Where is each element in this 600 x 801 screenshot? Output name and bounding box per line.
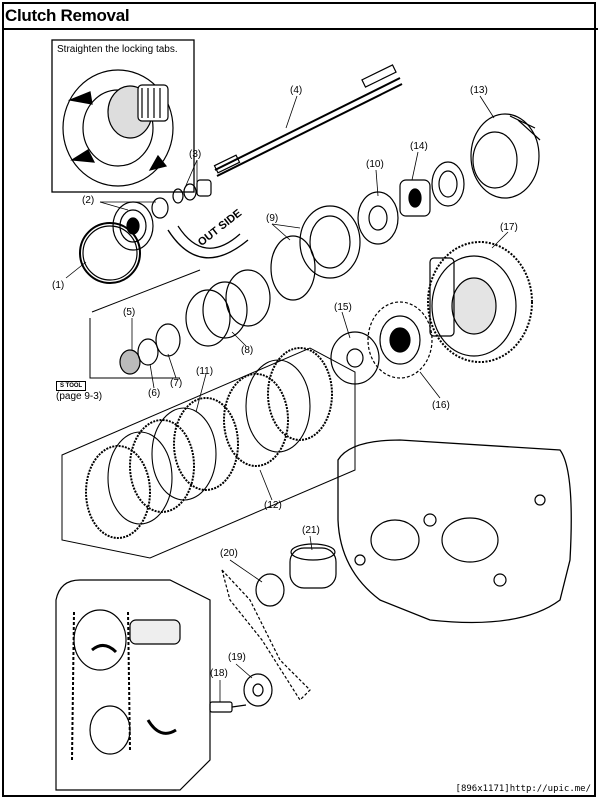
inset-locking-tabs-box — [51, 39, 195, 193]
inset-note-locking-tabs: Straighten the locking tabs. — [57, 44, 178, 55]
callout-16: (16) — [432, 400, 450, 411]
inset-chain-view — [55, 579, 211, 791]
callout-2: (2) — [82, 195, 95, 206]
bracket-5-8 — [89, 318, 180, 379]
part-20-sprocket-chain — [221, 569, 311, 701]
callout-17: (17) — [500, 222, 518, 233]
part-9-spring-ring — [270, 205, 361, 301]
bracket-top-line — [91, 269, 201, 313]
callout-11: (11) — [196, 366, 214, 377]
callout-13: (13) — [470, 85, 488, 96]
callout-19: (19) — [228, 652, 246, 663]
page-reference: (page 9-3) — [56, 391, 103, 402]
part-19-sprocket — [243, 673, 273, 707]
part-3-washers — [172, 179, 212, 204]
callout-8: (8) — [241, 345, 254, 356]
callout-15: (15) — [334, 302, 352, 313]
part-17-clutch-housing — [427, 241, 533, 363]
crankcase-cover — [337, 439, 572, 624]
callout-3: (3) — [189, 149, 202, 160]
callout-21: (21) — [302, 525, 320, 536]
page-title: Clutch Removal — [5, 6, 130, 25]
locking-tab-washer-illustration — [62, 69, 174, 187]
special-tool-badge: S TOOL — [56, 381, 87, 391]
out-side-arc-inner — [177, 225, 241, 249]
part-18-bolt — [209, 701, 247, 713]
callout-5: (5) — [123, 307, 136, 318]
part-1-circlip — [79, 222, 141, 284]
part-10-thrust-washer — [357, 191, 399, 245]
callout-12: (12) — [264, 500, 282, 511]
part-13-sleeve-hub — [470, 113, 541, 199]
part-14-needle-bearing — [399, 161, 465, 217]
callout-1: (1) — [52, 280, 65, 291]
part-8-plates — [185, 269, 271, 347]
plate-stack-outline — [61, 347, 356, 559]
callout-14: (14) — [410, 141, 428, 152]
part-16-clutch-hub — [367, 301, 433, 379]
part-4-push-rod — [213, 64, 403, 177]
callout-10: (10) — [366, 159, 384, 170]
callout-4: (4) — [290, 85, 303, 96]
part-21-spacer — [289, 543, 337, 589]
parts-5-6-7 — [119, 323, 181, 375]
title-divider — [2, 28, 598, 30]
part-11-12-plate-stack — [85, 347, 333, 539]
callout-7: (7) — [170, 378, 183, 389]
callout-9: (9) — [266, 213, 279, 224]
image-source-watermark: [896x1171]http://upic.me/ — [452, 783, 594, 795]
leader-lines — [65, 95, 509, 702]
callout-20: (20) — [220, 548, 238, 559]
callout-18: (18) — [210, 668, 228, 679]
callout-6: (6) — [148, 388, 161, 399]
out-side-arc — [167, 229, 249, 259]
part-2-hub — [112, 197, 169, 251]
